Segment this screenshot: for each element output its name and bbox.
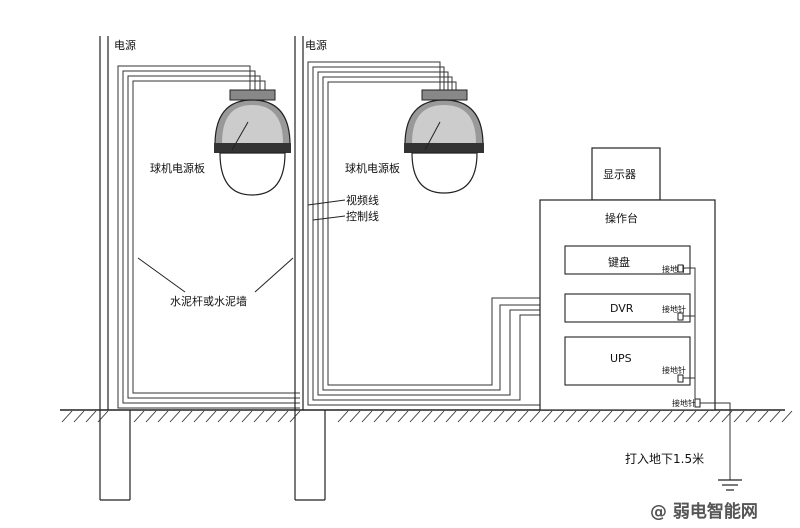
ups-ground-label: 接地针 xyxy=(662,365,686,375)
video-line-label: 视频线 xyxy=(346,193,379,207)
pole-left xyxy=(99,36,131,501)
ground xyxy=(60,409,793,423)
camera-board-label-right: 球机电源板 xyxy=(345,161,400,175)
keyboard-box xyxy=(564,245,691,275)
power-label-left: 电源 xyxy=(114,38,136,52)
ups-box xyxy=(564,336,691,386)
keyboard-ground-label: 接地针 xyxy=(662,264,686,274)
console-label: 操作台 xyxy=(605,211,638,225)
monitor-label: 显示器 xyxy=(603,168,636,181)
pole-right xyxy=(294,36,326,501)
camera-board-label-left: 球机电源板 xyxy=(150,161,205,175)
ground-depth-label: 打入地下1.5米 xyxy=(625,452,704,466)
grounding-wires xyxy=(683,267,731,480)
pole-wall-label: 水泥杆或水泥墙 xyxy=(170,294,247,308)
dome-camera-right xyxy=(404,89,484,194)
ups-label: UPS xyxy=(610,352,632,365)
control-line-label: 控制线 xyxy=(346,209,379,223)
dvr-label: DVR xyxy=(610,302,634,315)
dvr-box xyxy=(564,293,691,323)
power-label-right: 电源 xyxy=(305,38,327,52)
watermark: @ 弱电智能网 xyxy=(650,501,758,522)
cable-bundle-left xyxy=(117,65,300,409)
dvr-ground-label: 接地针 xyxy=(662,304,686,314)
ground-electrode-symbol xyxy=(718,479,742,491)
keyboard-label: 键盘 xyxy=(608,255,630,269)
main-ground-label: 接地针 xyxy=(672,398,696,408)
dome-camera-left xyxy=(214,89,291,196)
cable-bundle-right xyxy=(307,61,565,406)
